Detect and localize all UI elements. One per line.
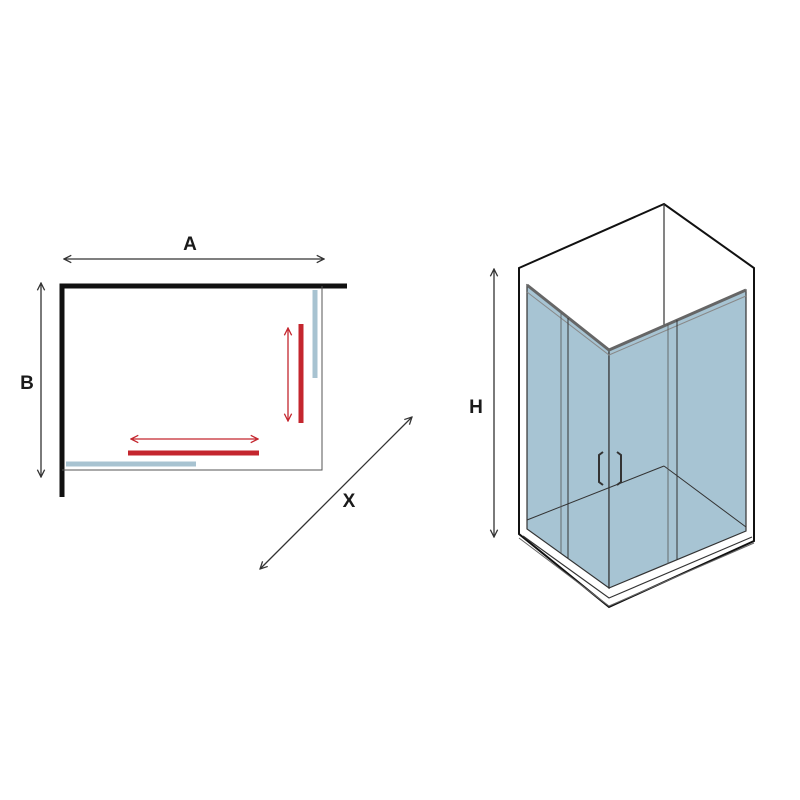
floor-line	[526, 465, 665, 521]
double-arrow-icon	[260, 417, 412, 569]
plan-enclosure-outline	[62, 286, 323, 471]
floor-line	[663, 465, 747, 528]
shower-tray	[522, 535, 753, 599]
plan-wall	[59, 283, 347, 497]
dimension-label-a: A	[183, 234, 197, 255]
door-handle-icon	[616, 451, 622, 486]
top-rail-inner	[526, 291, 747, 356]
plan-view: A B X	[20, 234, 412, 569]
top-rail	[526, 283, 747, 352]
dimension-label-b: B	[20, 373, 34, 394]
dimension-label-h: H	[469, 397, 483, 418]
shower-tray-outer	[518, 537, 755, 607]
perspective-view: H	[469, 202, 755, 609]
dimension-label-x: X	[343, 491, 356, 512]
door-handle-icon	[598, 451, 604, 486]
